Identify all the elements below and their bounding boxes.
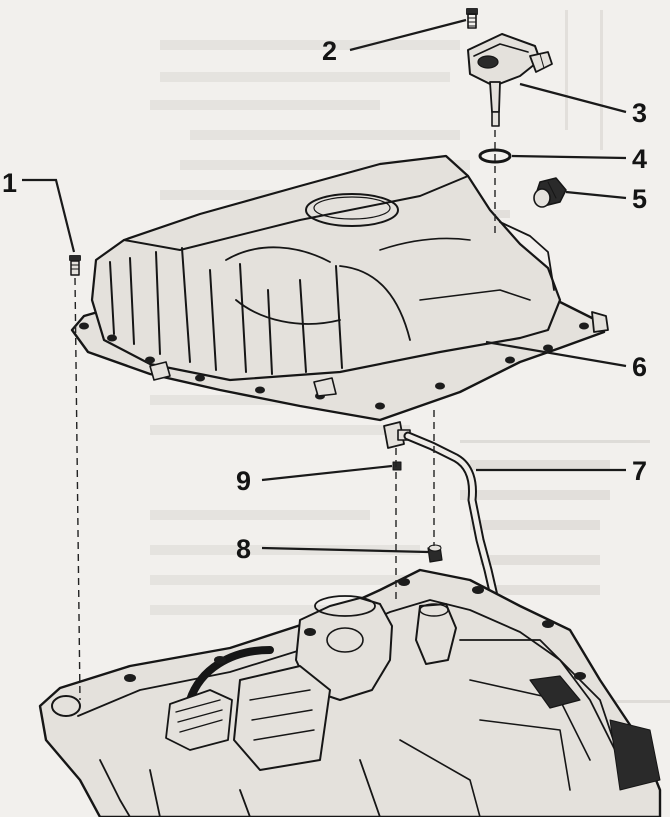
o-ring-part-4 xyxy=(478,148,512,164)
callout-5: 5 xyxy=(632,184,647,214)
oil-return-pipe-part-7 xyxy=(403,431,499,601)
engine-block xyxy=(38,568,662,817)
oil-level-sensor-part-3 xyxy=(467,33,553,127)
callout-3: 3 xyxy=(632,98,647,128)
leader-lines xyxy=(22,18,627,554)
callout-8: 8 xyxy=(236,534,251,564)
callout-labels: 1 2 3 4 5 6 7 9 8 xyxy=(2,36,647,564)
oil-pan-part-6 xyxy=(70,154,609,422)
callout-7: 7 xyxy=(632,456,647,486)
bolt-part-2 xyxy=(466,8,478,29)
bolt-part-1 xyxy=(69,255,81,276)
nut-part-8 xyxy=(427,544,443,563)
callout-2: 2 xyxy=(322,36,337,66)
callout-6: 6 xyxy=(632,352,647,382)
drain-plug-part-5 xyxy=(533,177,567,208)
callout-9: 9 xyxy=(236,466,251,496)
alignment-lines xyxy=(74,130,496,701)
callout-4: 4 xyxy=(632,144,647,174)
union-fitting-part-9 xyxy=(383,421,411,471)
callout-1: 1 xyxy=(2,168,17,198)
